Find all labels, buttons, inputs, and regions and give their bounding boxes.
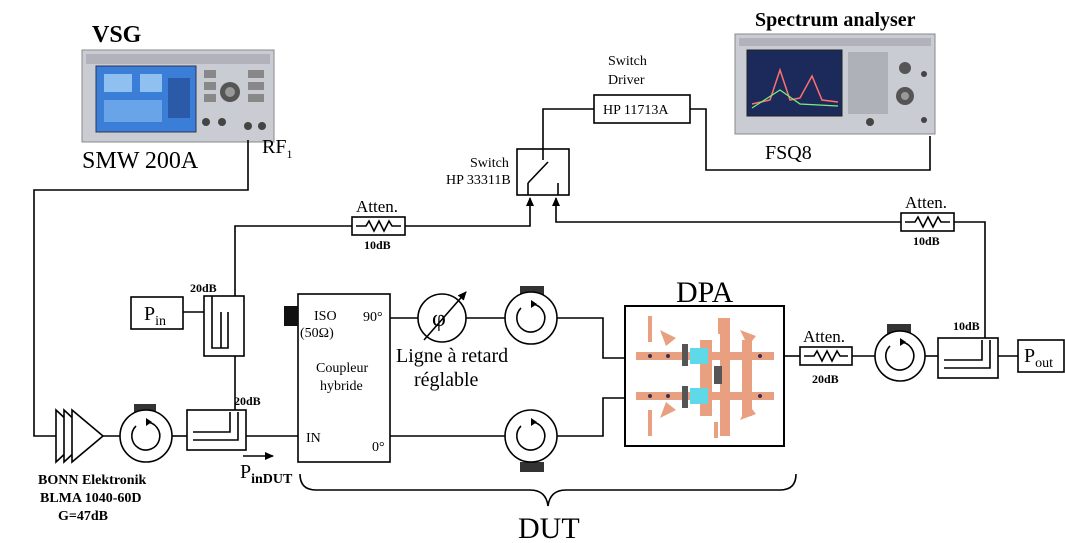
svg-text:PinDUT: PinDUT	[240, 461, 293, 487]
hybrid-port-0: 0°	[372, 440, 385, 455]
circulator-input	[120, 404, 172, 462]
circulator-lower	[505, 410, 557, 472]
pindut-marker: PinDUT	[240, 456, 293, 487]
dpa-board: DPA	[625, 276, 784, 446]
vsg-model: SMW 200A	[82, 148, 199, 174]
pin-coupler-value: 20dB	[190, 281, 217, 295]
dut-label: DUT	[518, 512, 580, 543]
input-coupler-value: 20dB	[234, 394, 261, 408]
circulator-output	[875, 324, 925, 381]
amplifier-line-2: BLMA 1040-60D	[40, 491, 142, 506]
phase-shifter: φ Ligne à retard réglable	[396, 292, 508, 391]
output-coupler: 10dB	[938, 319, 998, 378]
switch-driver-title-2: Driver	[608, 73, 645, 88]
spectrum-title: Spectrum analyser	[755, 9, 916, 31]
hybrid-coupler: ISO (50Ω) 90° Coupleur hybride IN 0°	[284, 294, 390, 462]
switch-title-1: Switch	[470, 156, 509, 171]
pin-coupler: 20dB	[190, 281, 244, 356]
atten-left-label: Atten.	[356, 197, 398, 216]
output-coupler-value: 10dB	[953, 319, 980, 333]
phase-shifter-label-2: réglable	[414, 369, 479, 391]
hybrid-port-in: IN	[306, 431, 321, 446]
hybrid-port-90: 90°	[363, 310, 383, 325]
atten-right-label: Atten.	[905, 193, 947, 212]
hybrid-iso-1: ISO	[314, 309, 337, 324]
atten-output-label: Atten.	[803, 327, 845, 346]
hybrid-name-1: Coupleur	[316, 361, 368, 376]
atten-output-value: 20dB	[812, 372, 839, 386]
spectrum-model: FSQ8	[765, 142, 812, 164]
switch-driver-title-1: Switch	[608, 54, 647, 69]
atten-right-value: 10dB	[913, 234, 940, 248]
amplifier-line-1: BONN Elektronik	[38, 473, 146, 488]
circulator-upper	[505, 286, 557, 344]
vsg-instrument: VSG SMW 200A RF1	[82, 22, 292, 174]
dpa-title: DPA	[676, 276, 734, 309]
attenuator-output: Atten. 20dB	[800, 327, 852, 386]
pout-power-meter: Pout	[1018, 340, 1064, 372]
vsg-port-label: RF1	[262, 136, 292, 161]
vsg-title: VSG	[92, 22, 142, 48]
phase-shifter-label-1: Ligne à retard	[396, 345, 508, 367]
hybrid-name-2: hybride	[320, 379, 363, 394]
attenuator-right: Atten. 10dB	[901, 193, 954, 248]
atten-left-value: 10dB	[364, 238, 391, 252]
pin-power-meter: Pin	[131, 297, 183, 329]
switch-title-2: HP 33311B	[446, 173, 511, 188]
amplifier-line-3: G=47dB	[58, 509, 108, 524]
attenuator-left: Atten. 10dB	[352, 197, 405, 252]
input-coupler: 20dB	[187, 394, 261, 450]
switch-driver: Switch Driver HP 11713A	[594, 54, 690, 123]
spectrum-analyser-instrument: Spectrum analyser FSQ8	[735, 9, 935, 164]
rf-switch: Switch HP 33311B	[446, 149, 569, 195]
dut-brace: DUT	[300, 474, 796, 543]
switch-driver-model: HP 11713A	[603, 103, 669, 118]
hybrid-iso-2: (50Ω)	[300, 326, 334, 341]
